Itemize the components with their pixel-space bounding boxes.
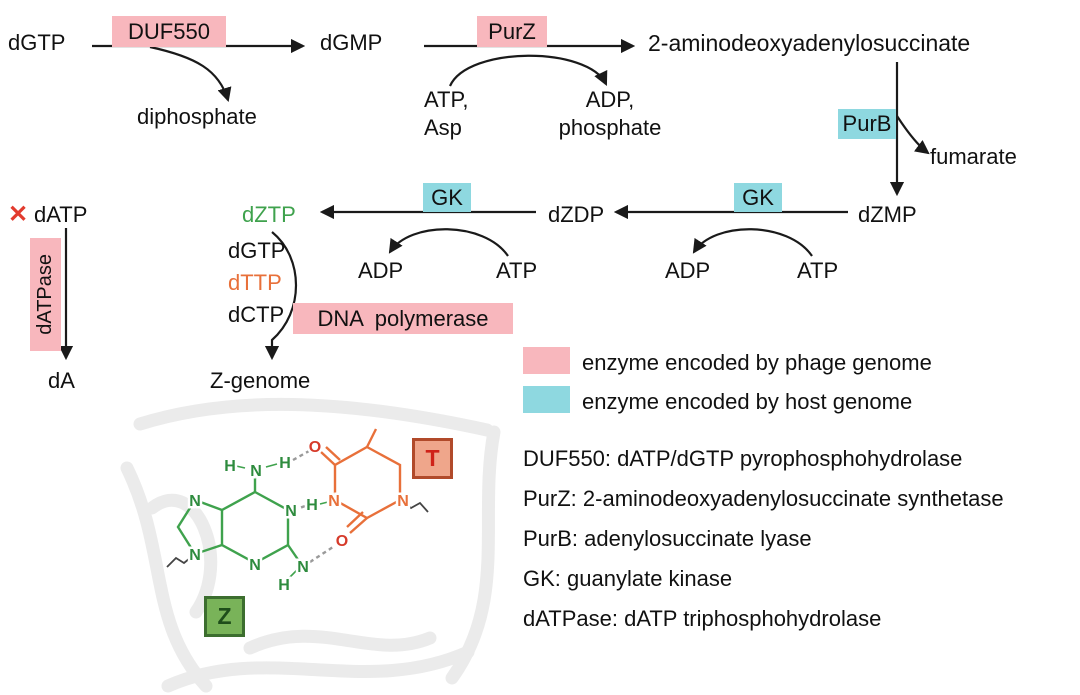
n-atom-label: N [328, 493, 340, 510]
coproduct-adp-left: ADP [358, 258, 404, 283]
enzyme-gk-left: GK [423, 183, 471, 212]
metabolite-dztp: dZTP [242, 202, 296, 227]
enzyme-duf550-label: DUF550 [128, 18, 210, 44]
z-base-letter: Z [217, 603, 232, 629]
n-atom-label: N [250, 463, 262, 480]
n-atom-label: N [297, 559, 309, 576]
enzyme-dna-polymerase: DNA polymerase [293, 303, 513, 334]
cosubstrate-atp-right: ATP [797, 258, 839, 283]
n-atom-label: N [249, 557, 261, 574]
enzyme-duf550: DUF550 [112, 16, 226, 47]
coproduct-adp-right: ADP [665, 258, 711, 283]
enzyme-dna-polymerase-label: DNA polymerase [317, 305, 489, 331]
legend-host-label: enzyme encoded by host genome [582, 389, 913, 414]
h-atom-label: H [224, 458, 236, 475]
t-base-badge: T [412, 438, 453, 479]
definition-purb: PurB: adenylosuccinate lyase [523, 526, 812, 551]
arrow-to-fumarate [896, 115, 930, 155]
n-atom-label: N [189, 547, 201, 564]
definition-duf550: DUF550: dATP/dGTP pyrophosphohydrolase [523, 446, 963, 471]
enzyme-gk-label: GK [742, 184, 774, 210]
hydrogen-bonds [292, 449, 334, 564]
metabolite-da: dA [48, 368, 75, 393]
o-atom-label: O [336, 533, 348, 550]
cosubstrate-atp-left: ATP [496, 258, 538, 283]
n-atom-label: N [285, 503, 297, 520]
definition-purz: PurZ: 2-aminodeoxyadenylosuccinate synth… [523, 486, 1004, 511]
product-z-genome: Z-genome [210, 368, 311, 393]
coproduct-adp-phosphate: ADP, phosphate [545, 86, 675, 141]
n-atom-label: N [189, 493, 201, 510]
legend-phage-label: enzyme encoded by phage genome [582, 350, 932, 375]
t-base-ring [320, 428, 402, 534]
t-base-letter: T [425, 445, 440, 471]
phosphate-line: phosphate [558, 114, 662, 140]
z-base-badge: Z [204, 596, 245, 637]
enzyme-datpase-label: dATPase [34, 254, 56, 335]
metabolite-dzdp: dZDP [548, 202, 605, 227]
metabolite-datp: dATP [34, 202, 88, 227]
dna-structure-drawing: N H H N N N N N H O O N N H [120, 397, 501, 693]
arrow-atp-to-adp-purz [448, 54, 608, 87]
adp-line: ADP, [585, 87, 635, 112]
h-atom-label: H [278, 577, 290, 594]
enzyme-purb-label: PurB [842, 111, 892, 136]
n-atom-label: N [397, 493, 409, 510]
metabolite-dgmp: dGMP [320, 30, 383, 55]
z-base-rings [176, 463, 329, 580]
legend-phage-swatch [523, 347, 570, 374]
h-atom-label: H [306, 497, 318, 514]
h-atom-label: H [279, 455, 291, 472]
pool-dttp: dTTP [228, 270, 282, 295]
pool-dctp: dCTP [228, 302, 285, 327]
blocked-cross-icon: ✕ [8, 201, 29, 228]
metabolite-fumarate: fumarate [930, 144, 1017, 169]
metabolite-dzmp: dZMP [858, 202, 917, 227]
enzyme-purz-label: PurZ [488, 18, 536, 44]
metabolite-diphosphate: diphosphate [137, 104, 257, 129]
atom-labels: N H H N N N N N H O O N N H [187, 437, 412, 597]
definition-datpase: dATPase: dATP triphosphohydrolase [523, 606, 882, 631]
enzyme-datpase: dATPase [30, 238, 61, 351]
attachment-squiggles [166, 499, 429, 568]
arrow-to-diphosphate [149, 45, 232, 103]
enzyme-purz: PurZ [477, 16, 547, 47]
atp-line: ATP, [424, 87, 469, 112]
enzyme-purb: PurB [838, 109, 896, 139]
enzyme-gk-right: GK [734, 183, 782, 212]
arrow-atp-to-adp-gk-left [388, 228, 509, 257]
pool-dgtp: dGTP [228, 238, 286, 263]
dna-backbone-ribbons [120, 397, 501, 693]
arrow-dztp-to-z-genome [264, 231, 298, 361]
cosubstrate-atp-asp: ATP, Asp [424, 86, 468, 141]
asp-line: Asp [424, 114, 462, 140]
enzyme-gk-label: GK [431, 184, 463, 210]
metabolite-aminosuccinate: 2-aminodeoxyadenylosuccinate [648, 30, 971, 56]
legend-host-swatch [523, 386, 570, 413]
arrow-atp-to-adp-gk-right [692, 228, 813, 257]
o-atom-label: O [309, 439, 321, 456]
metabolite-dgtp: dGTP [8, 30, 66, 55]
definition-gk: GK: guanylate kinase [523, 566, 733, 591]
